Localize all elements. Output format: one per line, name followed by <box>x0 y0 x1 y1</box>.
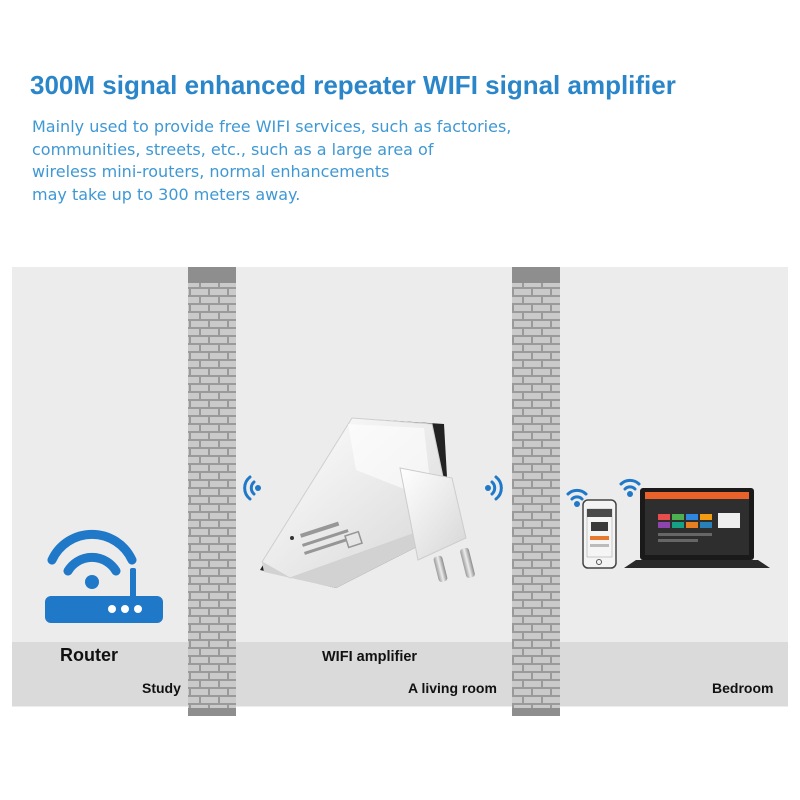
description-line: communities, streets, etc., such as a la… <box>32 139 434 159</box>
wifi-signal-icon <box>243 475 261 501</box>
wifi-signal-icon <box>485 475 503 501</box>
smartphone-icon <box>582 499 617 569</box>
room-label-living-room: A living room <box>408 680 497 696</box>
room-label-bedroom: Bedroom <box>712 680 773 696</box>
amplifier-label: WIFI amplifier <box>322 649 417 665</box>
description-line: may take up to 300 meters away. <box>32 184 301 204</box>
description-line: wireless mini-routers, normal enhancemen… <box>32 162 390 181</box>
description-line: Mainly used to provide free WIFI service… <box>32 117 512 136</box>
description: Mainly used to provide free WIFI service… <box>32 116 592 206</box>
wifi-amplifier-plug <box>260 417 475 588</box>
router-label: Router <box>60 645 118 665</box>
room-label-study: Study <box>142 680 181 696</box>
wifi-signal-icon <box>566 488 588 507</box>
laptop-icon <box>624 488 770 568</box>
floor-band <box>12 642 788 706</box>
brick-wall-right <box>512 267 560 716</box>
router-icon <box>45 529 163 623</box>
page-title: 300M signal enhanced repeater WIFI signa… <box>30 70 676 100</box>
brick-wall-left <box>188 267 236 716</box>
wifi-signal-icon <box>619 478 641 497</box>
